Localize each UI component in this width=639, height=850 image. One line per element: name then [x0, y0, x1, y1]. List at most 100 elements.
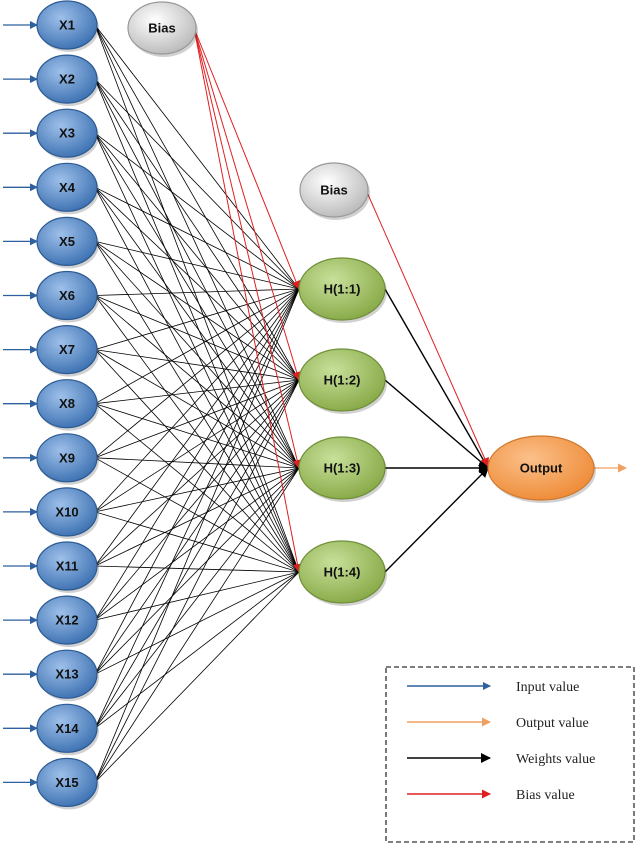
input-node-x2: X2	[36, 54, 99, 107]
legend-item: Output value	[407, 716, 589, 731]
input-node-x15-label: X15	[55, 775, 78, 790]
weight-line-x6-h3	[94, 295, 300, 469]
input-node-x5-label: X5	[59, 234, 75, 249]
input-node-x9-shape	[36, 433, 98, 483]
weight-line-x4-h1	[94, 186, 300, 290]
weight-line-x9-h3	[94, 457, 300, 469]
weight-line-x10-h4	[94, 511, 300, 573]
input-node-x12: X12	[36, 595, 99, 648]
weight-line-x5-h3	[94, 241, 300, 469]
input-node-x1-label: X1	[59, 18, 75, 33]
bias-node-input-shape	[127, 1, 197, 55]
connection-lines	[94, 24, 489, 783]
weight-line-x3-h3	[94, 132, 300, 469]
input-node-x1-shape	[36, 0, 98, 50]
hidden-node-h4: H(1:4)	[298, 540, 387, 606]
weight-line-x2-h2	[94, 78, 300, 381]
hidden-node-h2-label: H(1:2)	[324, 373, 361, 388]
weight-line-x6-h1	[94, 288, 300, 296]
weight-line-x1-h2	[94, 24, 300, 381]
weight-line-x14-h4	[94, 571, 300, 729]
weight-line-x13-h1	[94, 288, 300, 675]
bias-node-hidden: Bias	[299, 162, 370, 220]
bias-line-h4	[193, 27, 302, 573]
weight-line-h1-output	[384, 288, 489, 469]
hidden-node-h1: H(1:1)	[298, 257, 387, 323]
weight-line-x8-h1	[94, 288, 300, 405]
hidden-node-h2-shape	[298, 348, 386, 412]
weight-line-x13-h2	[94, 379, 300, 675]
arrows	[3, 21, 627, 787]
bias-node-hidden-label: Bias	[320, 183, 347, 198]
weight-line-x11-h1	[94, 288, 300, 567]
input-node-x10-label: X10	[55, 504, 78, 519]
input-node-x11-label: X11	[56, 559, 78, 574]
input-node-x4: X4	[36, 162, 99, 215]
input-node-x11-shape	[36, 541, 98, 591]
weight-line-x2-h1	[94, 78, 300, 290]
output-node-shape	[487, 435, 595, 501]
weight-line-x2-h3	[94, 78, 300, 469]
weight-line-x10-h2	[94, 379, 300, 513]
bias-line-h2	[193, 27, 302, 381]
weight-line-x7-h4	[94, 349, 300, 573]
nodes: X1X2X3X4X5X6X7X8X9X10X11X12X13X14X15H(1:…	[36, 0, 596, 810]
input-node-x13: X13	[36, 649, 99, 702]
weight-line-x12-h4	[94, 571, 300, 621]
input-node-x7-shape	[36, 325, 98, 375]
weight-line-x15-h4	[94, 571, 300, 783]
weight-line-x9-h2	[94, 379, 300, 459]
weight-line-x14-h1	[94, 288, 300, 729]
weight-line-x4-h4	[94, 187, 300, 573]
hidden-node-h1-shape	[298, 257, 386, 321]
weight-line-x15-h3	[94, 467, 300, 783]
input-node-x1: X1	[36, 0, 99, 52]
weight-line-x12-h3	[94, 467, 300, 621]
input-node-x7: X7	[36, 325, 99, 377]
input-node-x3-shape	[36, 108, 98, 158]
hidden-node-h1-label: H(1:1)	[324, 282, 361, 297]
weight-line-h4-output	[384, 467, 489, 573]
weight-line-x11-h4	[94, 565, 300, 573]
input-node-x15-shape	[36, 757, 98, 808]
input-node-x13-label: X13	[55, 667, 78, 682]
input-node-x13-shape	[36, 649, 98, 699]
weight-line-x6-h4	[94, 295, 300, 573]
bias-line-output	[365, 189, 489, 467]
weight-line-x14-h3	[94, 467, 300, 729]
input-node-x7-label: X7	[59, 342, 75, 357]
input-node-x14-shape	[36, 703, 98, 753]
bias-node-input: Bias	[127, 1, 198, 57]
input-node-x8: X8	[36, 379, 99, 431]
weight-line-x8-h2	[94, 379, 300, 405]
weight-line-x8-h4	[94, 403, 300, 573]
input-node-x14: X14	[36, 703, 99, 756]
weight-line-x6-h2	[94, 295, 300, 381]
input-node-x5-shape	[36, 216, 98, 266]
legend-label: Weights value	[516, 752, 595, 767]
weight-line-x13-h3	[94, 467, 300, 675]
hidden-node-h3: H(1:3)	[298, 436, 387, 502]
weight-line-x12-h2	[94, 379, 300, 621]
weight-line-x4-h2	[94, 187, 300, 381]
bias-node-input-label: Bias	[148, 21, 175, 36]
input-node-x14-label: X14	[55, 721, 79, 736]
input-node-x6-shape	[36, 270, 98, 321]
input-node-x15: X15	[36, 757, 99, 810]
input-node-x10: X10	[36, 487, 99, 539]
hidden-node-h4-shape	[298, 540, 386, 604]
weight-line-x10-h3	[94, 467, 300, 513]
output-node-label: Output	[520, 461, 563, 476]
legend-label: Input value	[516, 680, 579, 695]
weight-line-x1-h4	[94, 24, 300, 573]
weight-line-x12-h1	[94, 288, 300, 621]
weight-line-x4-h3	[94, 187, 300, 469]
weight-line-x7-h1	[94, 288, 300, 350]
bias-line-h3	[193, 27, 302, 469]
bias-node-hidden-shape	[299, 162, 369, 218]
input-node-x3-label: X3	[59, 126, 75, 141]
weight-line-x9-h4	[94, 457, 300, 573]
output-node: Output	[487, 435, 596, 503]
